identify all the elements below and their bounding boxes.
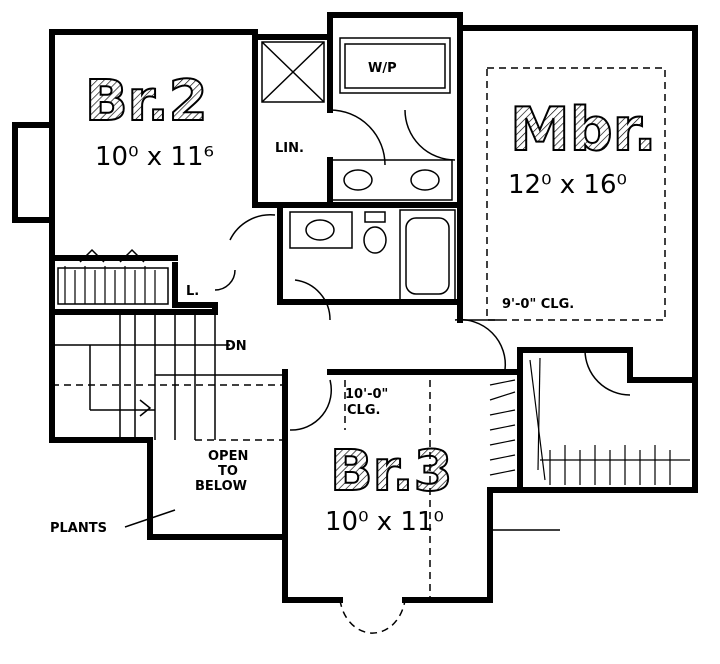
linen-label: LIN.: [275, 141, 304, 156]
ceiling-outlines: [52, 67, 666, 634]
exterior-walls: [12, 12, 698, 603]
whirlpool-tub: [339, 37, 451, 94]
mbr-size: 12⁰ x 16⁰: [508, 170, 627, 200]
br2-name: Br.2: [85, 69, 208, 134]
chimney: [12, 122, 55, 223]
br3-name: Br.3: [330, 439, 453, 504]
open-label-3: BELOW: [195, 479, 247, 494]
fixtures: [261, 37, 456, 301]
mbr-ceiling: 9'-0" CLG.: [502, 297, 574, 312]
br3-ceiling-1: 10'-0": [345, 387, 388, 402]
down-label: DN: [225, 339, 247, 354]
wp-label: W/P: [368, 61, 397, 76]
plants-leader: [124, 509, 560, 531]
shower: [261, 41, 325, 103]
open-label-2: TO: [218, 464, 238, 479]
doors: [214, 214, 631, 431]
br2-size: 10⁰ x 11⁶: [95, 142, 214, 172]
plants-label: PLANTS: [50, 521, 107, 536]
br3-size: 10⁰ x 11⁰: [325, 507, 444, 537]
br3-ceiling-2: CLG.: [347, 403, 380, 418]
closets: [57, 248, 690, 485]
vanity: [331, 159, 453, 201]
mbr-name: Mbr.: [510, 95, 656, 165]
bathtub: [399, 209, 456, 301]
open-label-1: OPEN: [208, 449, 248, 464]
stairs: [52, 312, 285, 440]
linen-closet-label: L.: [186, 284, 199, 299]
interior-walls: [49, 34, 698, 540]
toilet: [364, 211, 386, 223]
